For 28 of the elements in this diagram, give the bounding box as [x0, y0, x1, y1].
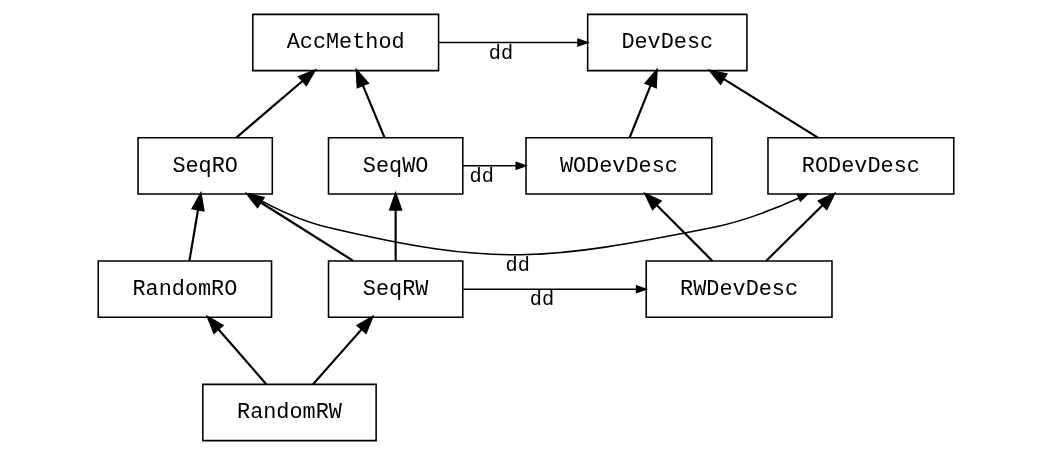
arrow: [355, 67, 386, 138]
arrow: [188, 190, 205, 262]
arrow: [437, 38, 590, 47]
edge-label: dd: [505, 253, 530, 277]
arrow: [205, 314, 268, 385]
arrow: [462, 161, 528, 171]
arrow: [628, 67, 658, 138]
edge-label: dd: [469, 165, 494, 189]
edge-label: dd: [529, 288, 555, 312]
arrow: [765, 191, 837, 262]
arrow: [312, 314, 375, 385]
node-box: SeqRW: [327, 260, 464, 319]
arrow: [643, 191, 714, 262]
arrow: [707, 68, 819, 139]
node-box: AccMethod: [252, 13, 440, 72]
node-box: RWDevDesc: [645, 260, 833, 319]
edge-label: dd: [488, 41, 514, 65]
node-box: RandomRW: [202, 383, 377, 442]
node-box: RandomRO: [97, 260, 273, 319]
node-box: DevDesc: [586, 13, 748, 72]
arrow: [388, 190, 403, 261]
arrow: [244, 192, 354, 262]
arrow: [235, 68, 318, 139]
node-box: SeqRO: [137, 136, 274, 195]
node-box: WODevDesc: [525, 136, 713, 195]
node-box: SeqWO: [327, 136, 464, 195]
node-box: RODevDesc: [767, 136, 955, 195]
arrow: [462, 284, 649, 294]
